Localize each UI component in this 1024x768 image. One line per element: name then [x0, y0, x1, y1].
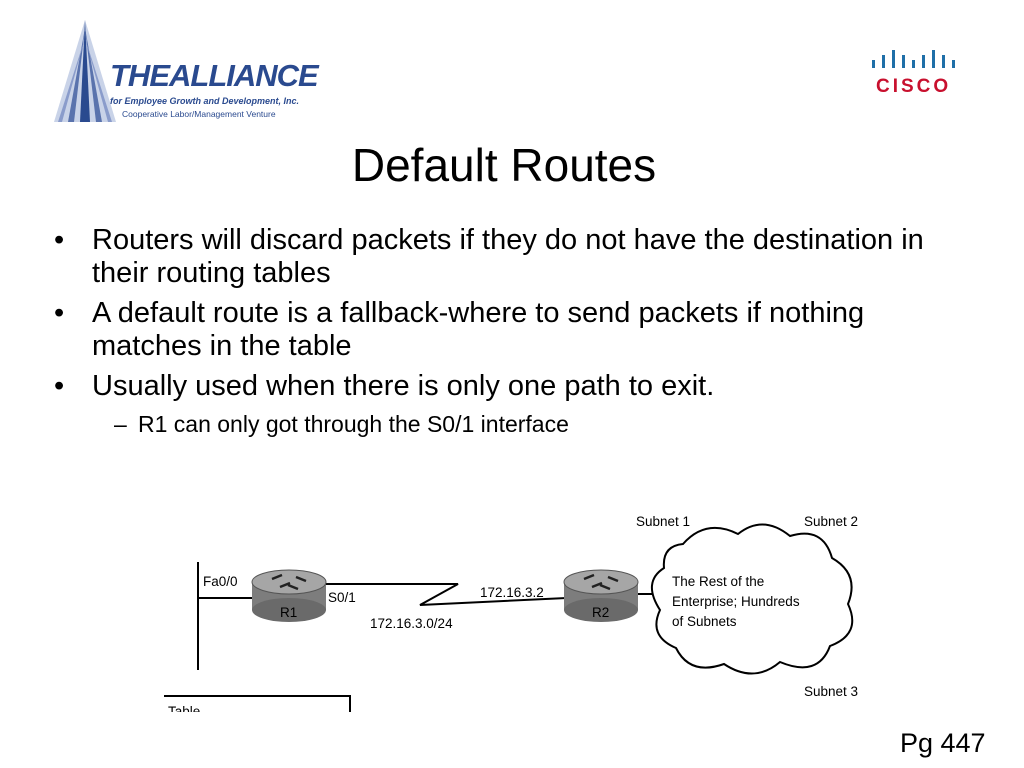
cloud-text-line1: The Rest of the	[672, 574, 765, 589]
r2-label: R2	[592, 605, 610, 620]
bullet-symbol: •	[54, 224, 65, 256]
cisco-bars-icon	[872, 50, 955, 68]
subnet1-label: Subnet 1	[636, 514, 691, 529]
bullet-text: A default route is a fallback-where to s…	[92, 297, 865, 362]
bullet-item: • Usually used when there is only one pa…	[52, 370, 932, 403]
bullet-text: Usually used when there is only one path…	[92, 370, 715, 402]
bullet-item: • Routers will discard packets if they d…	[52, 224, 932, 290]
page-number: Pg 447	[900, 728, 986, 758]
bullet-symbol: •	[54, 297, 65, 329]
r2-ip-label: 172.16.3.2	[480, 585, 544, 600]
pyramid-icon	[54, 20, 116, 122]
fa0-label: Fa0/0	[203, 574, 238, 589]
router-r2-icon	[563, 569, 639, 622]
cisco-logo: CISCO	[868, 44, 960, 102]
cloud-text-line3: of Subnets	[672, 614, 737, 629]
serial-link	[326, 583, 589, 606]
bullet-item: • A default route is a fallback-where to…	[52, 297, 932, 363]
subnet3-label: Subnet 3	[804, 684, 859, 699]
subnet2-label: Subnet 2	[804, 514, 859, 529]
bullet-list: • Routers will discard packets if they d…	[52, 224, 932, 438]
network-label: 172.16.3.0/24	[370, 616, 453, 631]
cisco-wordmark: CISCO	[876, 76, 952, 97]
sub-bullet-symbol: –	[114, 411, 127, 437]
sub-bullet-text: R1 can only got through the S0/1 interfa…	[138, 411, 569, 437]
sub-bullet-item: – R1 can only got through the S0/1 inter…	[52, 410, 932, 438]
slide-title: Default Routes	[351, 139, 657, 191]
network-diagram: Fa0/0 R1 S0/1 172.16.3.0/24 172.16.3.2 R…	[158, 500, 878, 712]
table-label: Table	[168, 704, 201, 712]
r1-label: R1	[280, 605, 298, 620]
router-r1-icon	[251, 569, 327, 622]
table-box-edge	[164, 695, 351, 712]
diagram-graphics	[164, 523, 854, 712]
enterprise-cloud-shape	[651, 523, 854, 675]
cloud-text-line2: Enterprise; Hundreds	[672, 594, 800, 609]
alliance-tagline: for Employee Growth and Development, Inc…	[110, 96, 300, 106]
bullet-symbol: •	[54, 370, 65, 402]
bullet-text: Routers will discard packets if they do …	[92, 224, 924, 289]
alliance-brand-text: THEALLIANCE	[110, 58, 319, 93]
alliance-logo: THEALLIANCE for Employee Growth and Deve…	[50, 18, 319, 126]
s0-label: S0/1	[328, 590, 356, 605]
alliance-subtag: Cooperative Labor/Management Venture	[122, 109, 276, 119]
